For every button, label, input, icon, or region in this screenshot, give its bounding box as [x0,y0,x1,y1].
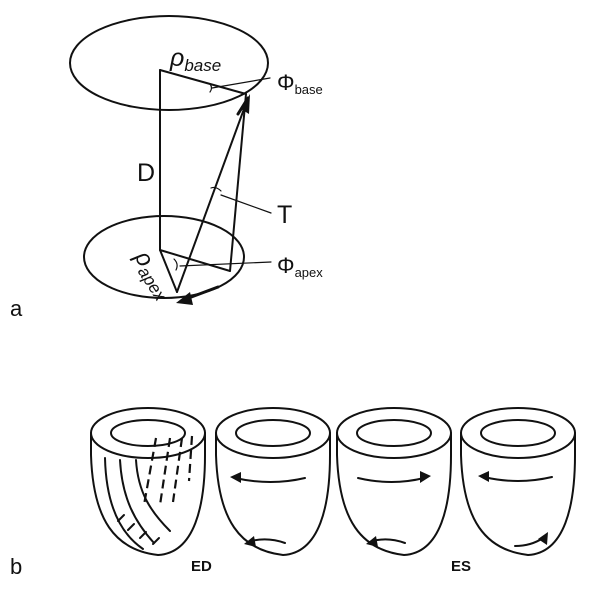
fiber-dash-2 [158,437,172,506]
heart-3-inner-rim [356,419,432,447]
heart-2-outer-rim [215,407,331,459]
rho-base-subscript: base [184,56,221,75]
heart-4-body [460,432,576,556]
heart-4-outer-rim [460,407,576,459]
phi-base-symbol: Φ [277,70,295,95]
heart-fibers [90,407,206,556]
panel-a: ρbase Φbase D T Φapex ρ apex a [10,15,323,321]
heart-2-inner-rim [235,419,311,447]
apex-rotation-arrow [184,285,220,301]
heart-2-body [215,432,331,556]
t-leader [220,194,272,214]
heart-3 [336,407,452,556]
heart-4-base-arrow-head [478,471,489,482]
heart-2 [215,407,331,556]
heart-2-apex-arrow [250,538,286,544]
apex-rotated-radius [159,249,178,293]
phi-apex-symbol: Φ [277,253,295,278]
phi-apex-arc [173,258,178,271]
apex-ellipse [83,215,245,299]
fiber-dash-3 [171,437,184,503]
t-label: T [277,201,292,229]
phi-base-label: Φbase [277,70,323,97]
phi-apex-subscript: apex [295,265,324,280]
fiber-solid-3 [135,459,171,532]
phi-apex-label: Φapex [277,253,323,280]
base-ellipse [69,15,269,111]
heart-3-apex-arrow [372,538,406,544]
d-label: D [137,159,155,187]
fiber-dash-4 [187,435,194,482]
heart-4 [460,407,576,556]
fiber-dash-1 [142,437,158,506]
heart-4-base-arrow [483,476,553,482]
panel-a-label: a [10,296,23,321]
heart-3-apex-arrow-head [366,536,378,547]
phi-base-arc [209,83,213,93]
twist-line [176,97,249,293]
heart-1-body [90,432,206,556]
rho-base-symbol: ρ [169,44,184,72]
panel-b: ED ES b [10,407,576,579]
t-angle-arc [210,186,222,192]
heart-3-body [336,432,452,556]
heart-4-inner-rim [480,419,556,447]
heart-2-apex-arrow-head [244,536,256,547]
heart-4-apex-arrow-head [538,532,548,545]
fiber-solid-2 [119,459,155,544]
rho-apex-radius [159,249,231,272]
heart-2-base-arrow-head [230,472,241,483]
fiber-tick-1 [117,514,125,522]
heart-3-outer-rim [336,407,452,459]
fiber-tick-4 [152,537,160,545]
phi-apex-leader [179,261,272,267]
heart-1-inner-rim [110,419,186,447]
fiber-tick-2 [127,523,135,531]
heart-2-base-arrow [234,477,306,483]
heart-3-base-arrow-head [420,471,431,483]
apex-arrow-head [176,292,193,305]
phi-base-leader [211,77,271,89]
outer-edge-line [229,93,247,272]
heart-3-base-arrow [357,477,425,483]
base-rotation-arrow [236,96,250,116]
ed-label: ED [191,558,212,575]
rho-base-radius [159,69,247,95]
es-label: ES [451,558,471,575]
rho-base-label: ρbase [169,44,221,75]
phi-base-subscript: base [295,82,323,97]
fiber-solid-1 [104,457,144,550]
panel-b-label: b [10,554,22,579]
fiber-tick-3 [139,531,147,539]
heart-1-outer-rim [90,407,206,459]
